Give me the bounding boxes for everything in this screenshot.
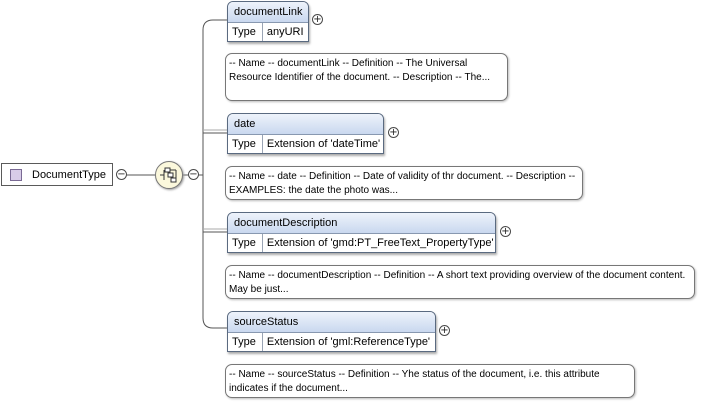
annotation-text: -- Name -- sourceStatus -- Definition --… bbox=[229, 369, 600, 394]
sequence-collapse-toggle[interactable]: − bbox=[188, 169, 199, 180]
type-label: Type bbox=[228, 23, 263, 41]
element-name: documentLink bbox=[228, 2, 308, 23]
element-type-row: Type anyURI bbox=[228, 23, 308, 41]
type-label: Type bbox=[228, 333, 263, 351]
element-name: sourceStatus bbox=[228, 312, 435, 333]
type-value: Extension of 'gml:ReferenceType' bbox=[266, 336, 431, 348]
complex-type-icon bbox=[10, 168, 22, 181]
annotation-text: -- Name -- documentDescription -- Defini… bbox=[229, 270, 686, 295]
sourcestatus-expand-toggle[interactable]: + bbox=[439, 325, 450, 336]
element-type-row: Type Extension of 'dateTime' bbox=[228, 135, 383, 153]
root-element-documenttype[interactable]: DocumentType bbox=[1, 163, 113, 186]
type-value: anyURI bbox=[266, 26, 304, 38]
element-name: date bbox=[228, 114, 383, 135]
type-value: Extension of 'dateTime' bbox=[266, 138, 381, 150]
annotation-sourcestatus: -- Name -- sourceStatus -- Definition --… bbox=[225, 364, 635, 398]
root-collapse-toggle[interactable]: − bbox=[116, 169, 127, 180]
element-documentlink[interactable]: documentLink Type anyURI bbox=[227, 1, 309, 42]
annotation-date: -- Name -- date -- Definition -- Date of… bbox=[225, 166, 583, 200]
element-type-row: Type Extension of 'gmd:PT_FreeText_Prope… bbox=[228, 234, 495, 252]
annotation-text: -- Name -- date -- Definition -- Date of… bbox=[229, 171, 576, 196]
sequence-icon bbox=[160, 167, 177, 183]
type-label: Type bbox=[228, 234, 263, 252]
date-expand-toggle[interactable]: + bbox=[388, 127, 399, 138]
annotation-documentdescription: -- Name -- documentDescription -- Defini… bbox=[225, 265, 695, 299]
annotation-documentlink: -- Name -- documentLink -- Definition --… bbox=[225, 53, 508, 101]
root-element-label: DocumentType bbox=[32, 168, 106, 181]
type-value: Extension of 'gmd:PT_FreeText_PropertyTy… bbox=[266, 237, 494, 249]
element-name: documentDescription bbox=[228, 213, 495, 234]
element-date[interactable]: date Type Extension of 'dateTime' bbox=[227, 113, 384, 154]
element-type-row: Type Extension of 'gml:ReferenceType' bbox=[228, 333, 435, 351]
documentlink-expand-toggle[interactable]: + bbox=[312, 14, 323, 25]
element-sourcestatus[interactable]: sourceStatus Type Extension of 'gml:Refe… bbox=[227, 311, 436, 352]
sequence-compositor-icon[interactable] bbox=[155, 161, 183, 189]
type-label: Type bbox=[228, 135, 263, 153]
element-documentdescription[interactable]: documentDescription Type Extension of 'g… bbox=[227, 212, 496, 253]
annotation-text: -- Name -- documentLink -- Definition --… bbox=[229, 58, 491, 83]
documentdescription-expand-toggle[interactable]: + bbox=[500, 226, 511, 237]
